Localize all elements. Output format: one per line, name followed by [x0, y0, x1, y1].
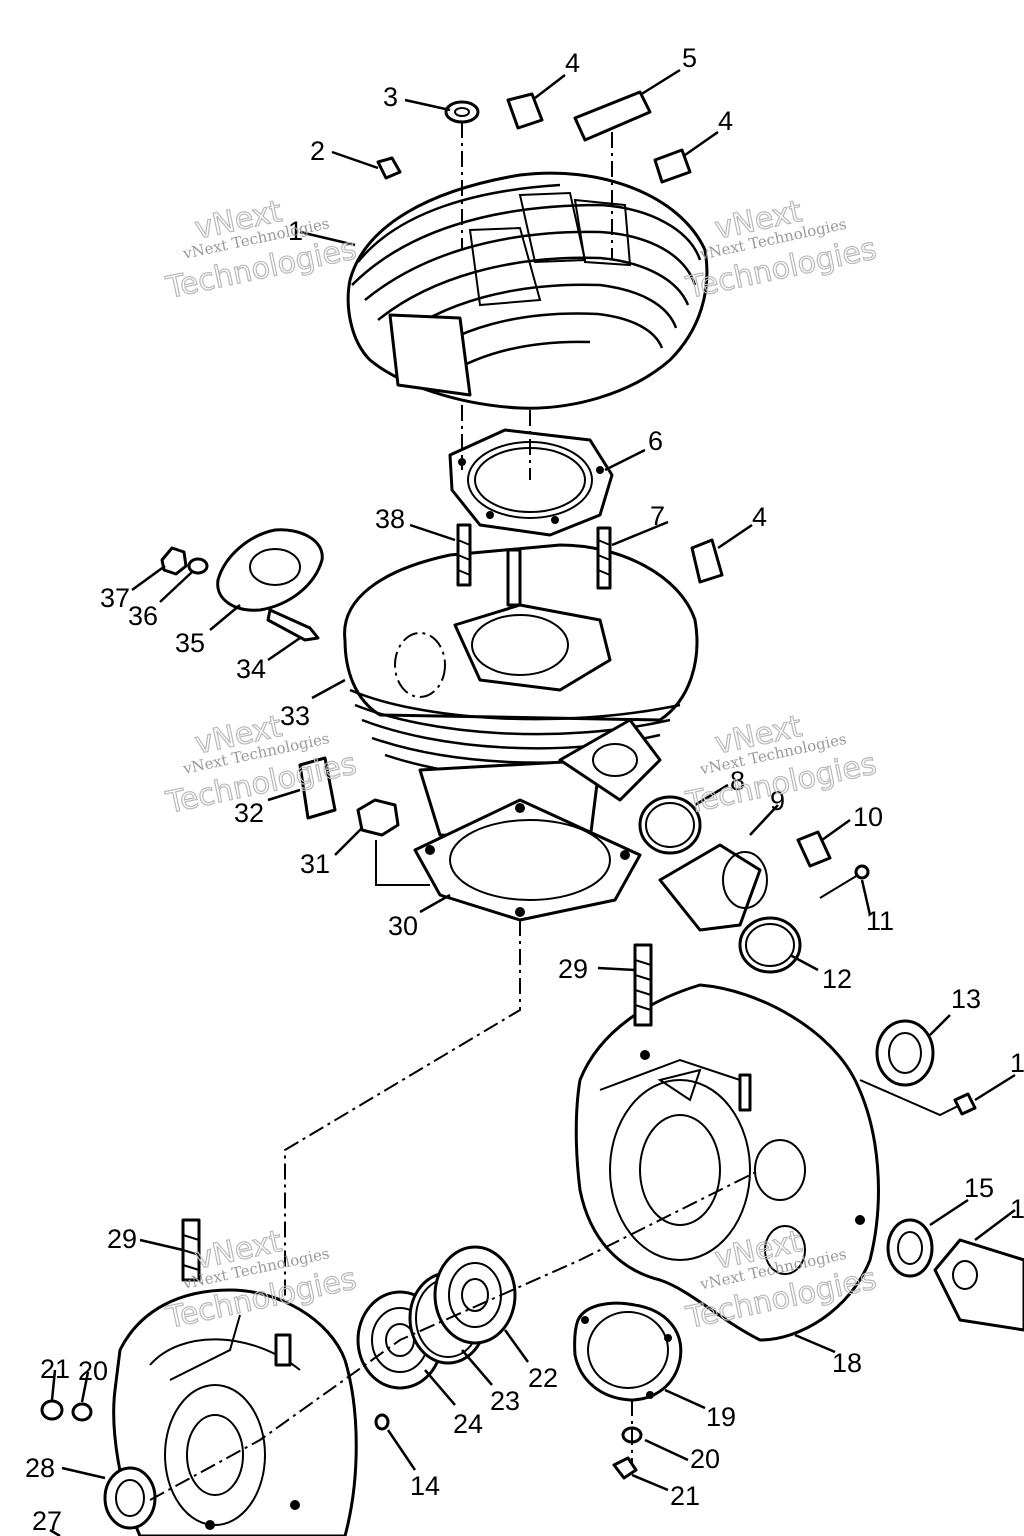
washer-2 — [376, 156, 402, 180]
callout-36: 36 — [128, 601, 158, 631]
callout-6: 6 — [648, 426, 663, 456]
callout-34: 34 — [236, 654, 266, 684]
gasket-19 — [573, 1301, 683, 1402]
clamp-12 — [738, 916, 802, 974]
callout-numbers: 1 2 3 4 5 4 6 38 7 4 37 36 35 34 33 32 8… — [25, 43, 1024, 1536]
head-gasket — [448, 428, 614, 537]
callout-10: 10 — [853, 802, 883, 832]
callout-24: 24 — [453, 1409, 483, 1439]
callout-31: 31 — [300, 849, 330, 879]
callout-20: 20 — [78, 1356, 108, 1386]
callout-21: 21 — [40, 1354, 70, 1384]
exhaust-flange — [160, 528, 324, 642]
callout-4: 4 — [565, 48, 580, 78]
callout-28: 28 — [25, 1453, 55, 1483]
callout-33: 33 — [280, 701, 310, 731]
label-5 — [573, 90, 652, 142]
bracket-4c — [690, 538, 724, 584]
washer-20a — [71, 1402, 93, 1422]
stud-34 — [266, 608, 320, 642]
stud-29a — [633, 943, 653, 1027]
bolt-21b — [612, 1456, 638, 1480]
callout-11: 11 — [866, 906, 894, 936]
callout-18: 18 — [832, 1348, 862, 1378]
pin-1x — [953, 1092, 977, 1116]
callout-32: 32 — [234, 798, 264, 828]
callout-13: 13 — [951, 984, 981, 1014]
bracket-4b — [653, 148, 692, 184]
watermark-mid-right: vNext vNext Technologies Technologies — [682, 708, 880, 821]
callout-29: 29 — [107, 1224, 137, 1254]
callout-4: 4 — [752, 502, 767, 532]
pin-14 — [374, 1413, 390, 1431]
base-gasket — [413, 798, 642, 922]
bolt-21a — [40, 1399, 64, 1421]
callout-20: 20 — [690, 1444, 720, 1474]
callout-21: 21 — [670, 1481, 700, 1511]
dowel — [274, 1333, 292, 1367]
callout-29: 29 — [558, 954, 588, 984]
watermark-top-left: vNext vNext Technologies Technologies — [162, 193, 360, 306]
nut-37 — [160, 546, 188, 576]
nut-31 — [356, 798, 400, 837]
plate-1y — [933, 1238, 1024, 1332]
callout-35: 35 — [175, 628, 205, 658]
screw-10 — [796, 830, 832, 868]
callout-15: 15 — [964, 1173, 994, 1203]
callout-30: 30 — [388, 911, 418, 941]
studs-38-7 — [456, 523, 612, 607]
callout-14: 14 — [410, 1471, 440, 1501]
intake-parts — [638, 795, 870, 974]
callout-2: 2 — [310, 136, 325, 166]
callout-27: 27 — [32, 1506, 62, 1536]
bracket-4a — [506, 92, 544, 130]
plug-3 — [444, 100, 480, 124]
seal-15 — [886, 1218, 934, 1278]
callout-1: 1 — [288, 216, 303, 246]
bearings — [356, 1245, 517, 1390]
callout-22: 22 — [528, 1363, 558, 1393]
callout-19: 19 — [706, 1402, 736, 1432]
callout-1: 1 — [1010, 1048, 1024, 1078]
head-small-parts — [376, 90, 692, 260]
intake-boot-9 — [658, 843, 762, 932]
callout-8: 8 — [730, 766, 745, 796]
screw-11 — [854, 864, 870, 880]
callout-7: 7 — [650, 501, 665, 531]
callout-12: 12 — [822, 964, 852, 994]
callout-5: 5 — [682, 43, 697, 73]
callout-9: 9 — [770, 786, 785, 816]
left-crankcase — [112, 1288, 358, 1536]
seal-28 — [103, 1466, 157, 1530]
callout-3: 3 — [383, 82, 398, 112]
callout-1: 1 — [1010, 1194, 1024, 1224]
leader-lines — [49, 68, 1016, 1536]
right-crankcase — [574, 983, 880, 1342]
washer-36 — [187, 557, 209, 575]
o-ring-8 — [638, 795, 702, 855]
seal-13 — [875, 1019, 935, 1087]
callout-37: 37 — [100, 583, 130, 613]
callout-23: 23 — [490, 1386, 520, 1416]
flange-35 — [216, 528, 324, 612]
callout-4: 4 — [718, 106, 733, 136]
bracket-32 — [298, 756, 337, 820]
bearing-22 — [433, 1245, 517, 1345]
callout-38: 38 — [375, 504, 405, 534]
cylinder-head — [346, 171, 709, 410]
